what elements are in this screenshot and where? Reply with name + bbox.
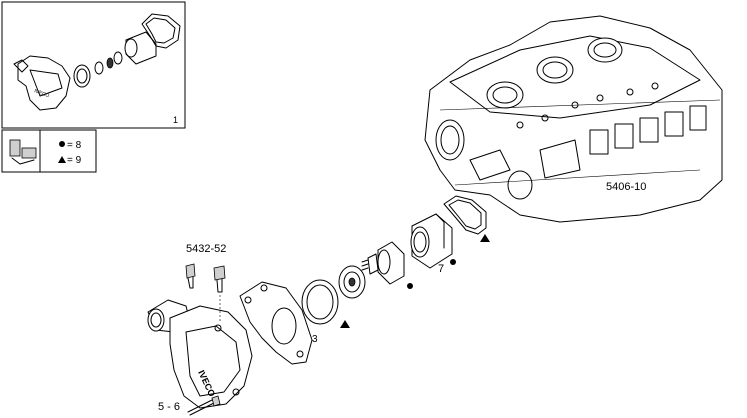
temperature-sensors: 5432-52 — [185, 243, 226, 322]
ring-triangle-marker — [340, 320, 350, 328]
legend-circle-value: = 8 — [67, 140, 82, 151]
engine-block-ref-label: 5406-10 — [606, 181, 646, 193]
tool-icon — [9, 139, 37, 165]
flange-gasket-plate: 3 — [239, 281, 318, 365]
legend-box: = 8 = 9 — [1, 129, 97, 173]
ring-gasket — [301, 279, 350, 328]
water-pump-housing: IVECO — [147, 299, 253, 416]
thermostat-gasket — [443, 195, 490, 242]
element-circle-marker — [407, 283, 413, 289]
thermostat-circle-marker — [450, 259, 456, 265]
seal-disc — [338, 265, 366, 299]
legend-circle-icon — [59, 141, 65, 147]
legend-triangle-icon — [58, 156, 66, 163]
thermostat-housing-cylinder: 7 — [410, 213, 456, 275]
inset-ref-label: 1 — [173, 115, 178, 125]
gasket-ref-label: 3 — [312, 334, 318, 345]
inset-assembly-view: IVECO 1 — [1, 1, 186, 129]
gasket-triangle-marker — [480, 234, 490, 242]
thermostat-ref-label: 7 — [438, 263, 444, 275]
engine-block: 5406-10 — [424, 15, 723, 223]
legend-triangle-value: = 9 — [67, 155, 82, 166]
bolt-ref-label: 5 - 6 — [158, 401, 180, 413]
sensor-ref-label: 5432-52 — [186, 243, 226, 255]
inset-brand-text: IVECO — [33, 88, 50, 99]
thermostat-element — [361, 241, 413, 289]
